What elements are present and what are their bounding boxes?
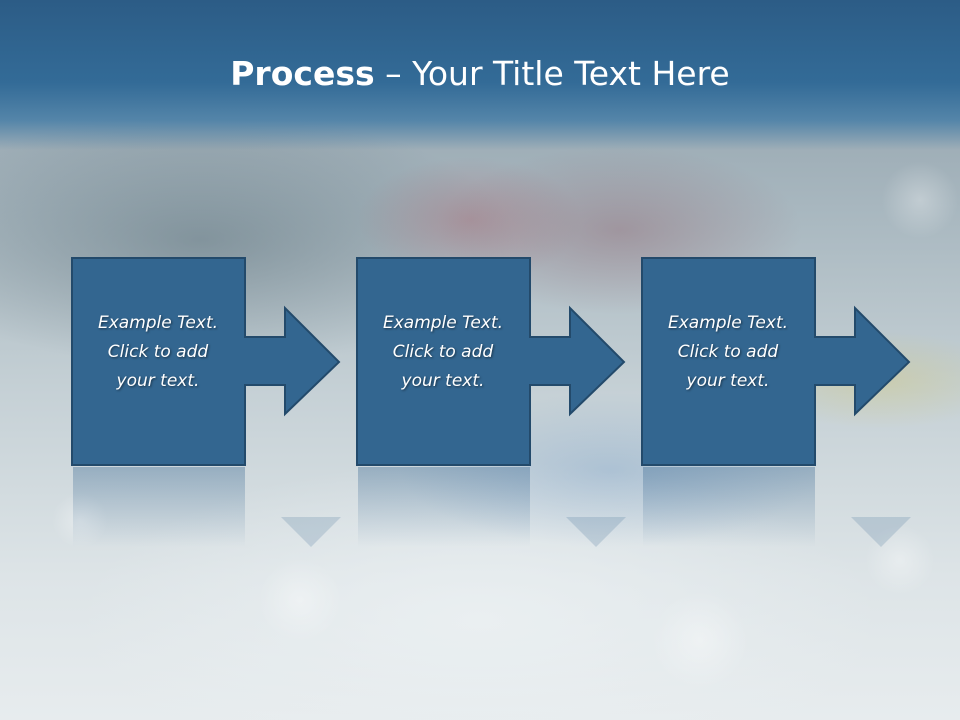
step-1-reflection-box [73,467,245,547]
step-2-line-2: Click to add [392,342,494,362]
step-3-line-1: Example Text. [667,313,789,333]
step-1-arrow-shape [71,257,341,466]
step-1-reflection-arrow [281,517,341,547]
step-3-reflection-arrow [851,517,911,547]
title-rest-text: – Your Title Text Here [374,54,730,93]
step-3-reflection [641,467,911,547]
step-2-arrow-shape [356,257,626,466]
step-3-line-2: Click to add [677,342,779,362]
step-1-text: Example Text. Click to add your text. [71,309,245,396]
step-2-reflection [356,467,626,547]
title-bold-text: Process [230,54,375,93]
slide-title[interactable]: Process – Your Title Text Here [0,52,960,96]
step-2-text: Example Text. Click to add your text. [356,309,530,396]
process-step-3[interactable]: Example Text. Click to add your text. [641,257,911,467]
step-1-line-3: your text. [116,371,200,391]
step-3-arrow-shape [641,257,911,466]
process-step-2[interactable]: Example Text. Click to add your text. [356,257,626,467]
step-2-line-1: Example Text. [382,313,504,333]
step-2-reflection-arrow [566,517,626,547]
step-1-reflection [71,467,341,547]
title-bar [0,0,960,150]
process-step-1[interactable]: Example Text. Click to add your text. [71,257,341,467]
step-3-text: Example Text. Click to add your text. [641,309,815,396]
step-3-reflection-box [643,467,815,547]
step-1-line-1: Example Text. [97,313,219,333]
step-2-line-3: your text. [401,371,485,391]
step-3-line-3: your text. [686,371,770,391]
step-2-reflection-box [358,467,530,547]
step-1-line-2: Click to add [107,342,209,362]
